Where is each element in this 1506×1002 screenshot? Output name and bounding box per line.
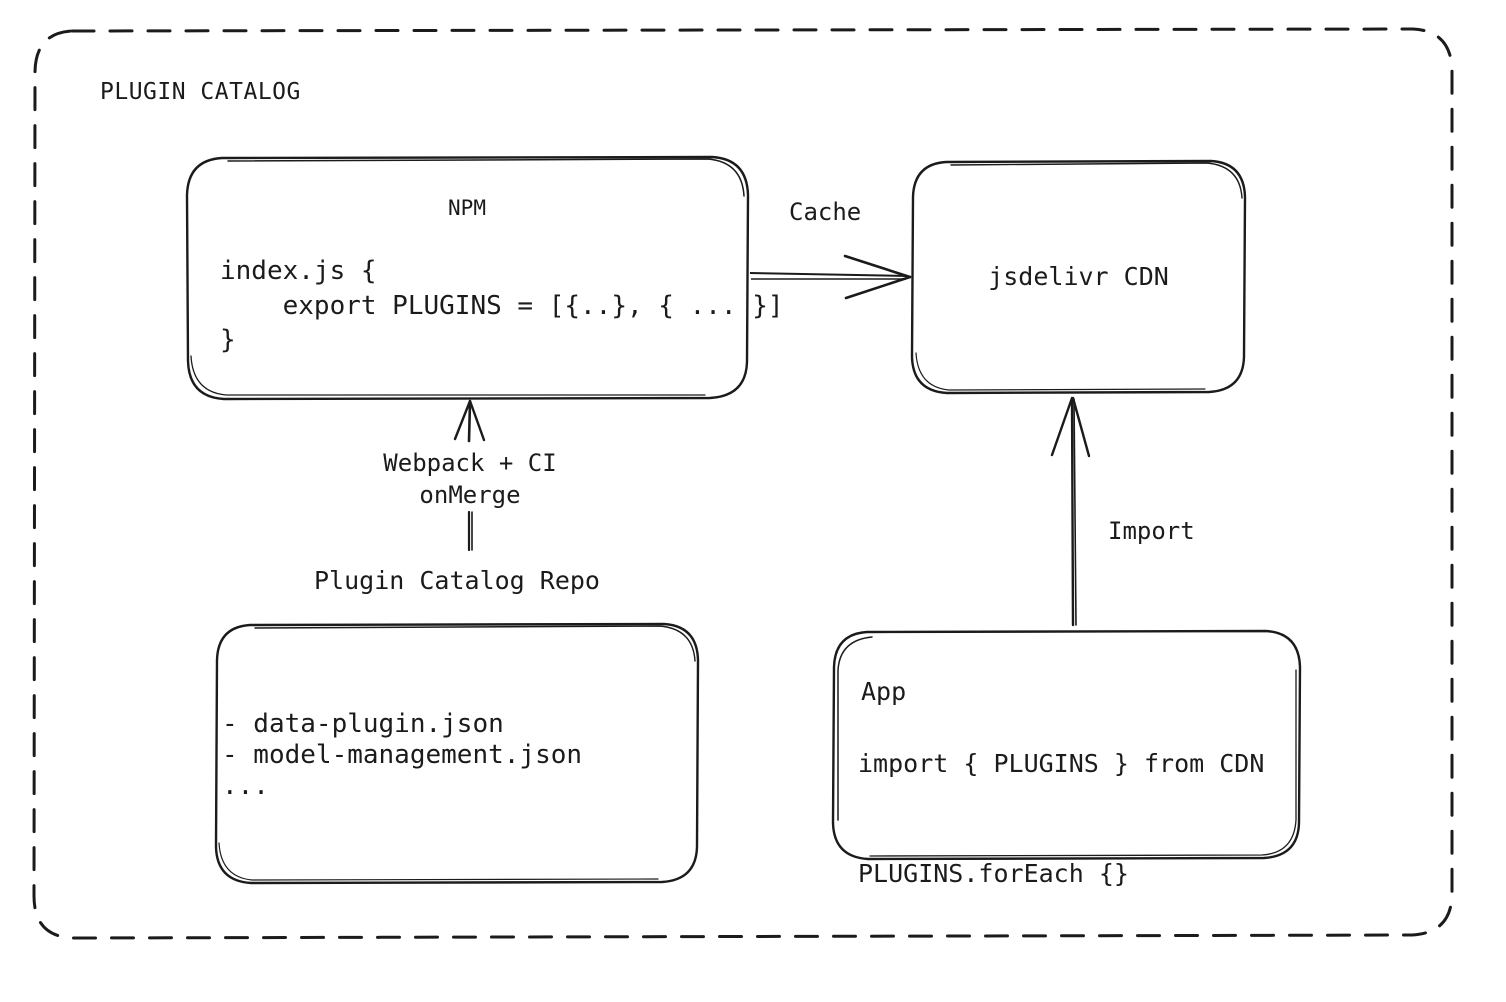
import-arrow [1050,396,1091,627]
npm-node-code: index.js { export PLUGINS = [{..}, { ...… [220,256,784,356]
import-edge-label: Import [1108,517,1195,545]
build-edge-label: Webpack + CI onMerge [383,449,557,509]
app-node-code: import { PLUGINS } from CDN PLUGINS.forE… [858,749,1265,888]
repo-node-label: Plugin Catalog Repo [314,566,600,595]
app-node-title: App [861,677,907,706]
repo-node-items: - data-plugin.json - model-management.js… [222,709,583,802]
cdn-node-title: jsdelivr CDN [988,262,1169,291]
cache-edge-label: Cache [789,198,862,226]
npm-node-title: NPM [448,196,486,220]
plugin-catalog-title: PLUGIN CATALOG [100,79,301,105]
